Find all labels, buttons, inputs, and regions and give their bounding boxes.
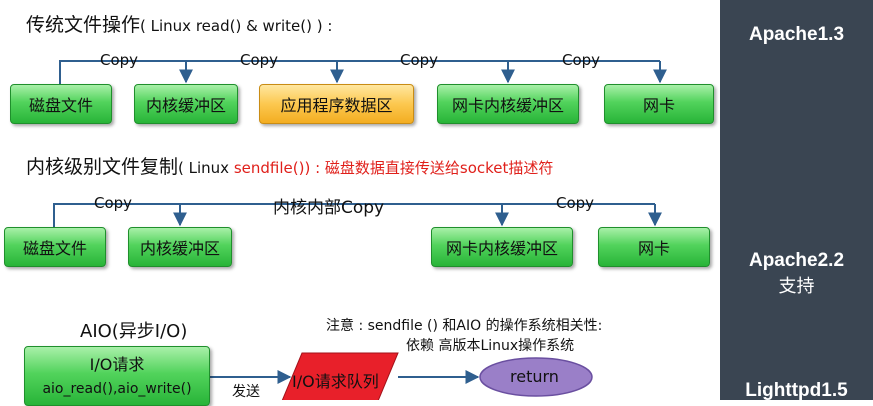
nic-box: 网卡: [604, 84, 714, 124]
kernel-buffer-box: 内核缓冲区: [128, 227, 232, 267]
section1-title: 传统文件操作( Linux read() & write() ) :: [26, 10, 332, 37]
note-line-1: 注意 : sendfile () 和AIO 的操作系统相关性:: [326, 318, 603, 334]
io-request-title: I/O请求: [89, 355, 145, 374]
section2-title-main: 内核级别文件复制: [26, 156, 179, 178]
sidebar-item-apache22-label: Apache2.2: [748, 250, 845, 271]
nic-kernel-buffer-box: 网卡内核缓冲区: [437, 84, 579, 124]
copy-label: Copy: [400, 51, 439, 69]
sidebar-item-apache22: Apache2.2 支持: [720, 250, 873, 298]
sidebar-item-lighttpd15: Lighttpd1.5: [745, 380, 848, 401]
disk-file-box: 磁盘文件: [4, 227, 106, 267]
section1-title-main: 传统文件操作: [26, 14, 141, 36]
section2-title: 内核级别文件复制( Linux sendfile()) : 磁盘数据直接传送给s…: [26, 152, 553, 179]
return-label: return: [510, 367, 559, 386]
note-line-2: 依赖 高版本Linux操作系统: [406, 338, 575, 354]
return-shape: [479, 357, 593, 397]
copy-label: Copy: [100, 51, 139, 69]
sidebar-item-apache13: Apache1.3: [748, 24, 845, 45]
send-label: 发送: [232, 384, 260, 400]
section1-connector: [59, 60, 667, 84]
nic-box: 网卡: [598, 227, 710, 267]
io-queue-label: I/O请求队列: [292, 372, 379, 391]
copy-label: Copy: [94, 194, 133, 212]
io-request-sub: aio_read(),aio_write(): [42, 381, 192, 397]
aio-title: AIO(异步I/O): [80, 321, 188, 342]
kernel-buffer-box: 内核缓冲区: [134, 84, 238, 124]
copy-label: Copy: [562, 51, 601, 69]
section1-title-paren: ( Linux read() & write() ) :: [140, 17, 333, 35]
section2-title-paren: ( Linux: [178, 159, 234, 177]
copy-label: Copy: [556, 194, 595, 212]
app-data-area-box: 应用程序数据区: [259, 84, 414, 124]
kernel-internal-copy-label: 内核内部Copy: [273, 198, 385, 218]
nic-kernel-buffer-box: 网卡内核缓冲区: [431, 227, 573, 267]
sidebar-item-apache22-sub: 支持: [778, 276, 815, 296]
sidebar-panel: [720, 0, 873, 400]
disk-file-box: 磁盘文件: [10, 84, 112, 124]
io-request-box: I/O请求 aio_read(),aio_write(): [24, 346, 210, 406]
io-queue-shape: [281, 352, 399, 400]
section2-title-red: sendfile()) : 磁盘数据直接传送给socket描述符: [233, 159, 554, 177]
section2-connector: [53, 203, 662, 227]
copy-label: Copy: [240, 51, 279, 69]
